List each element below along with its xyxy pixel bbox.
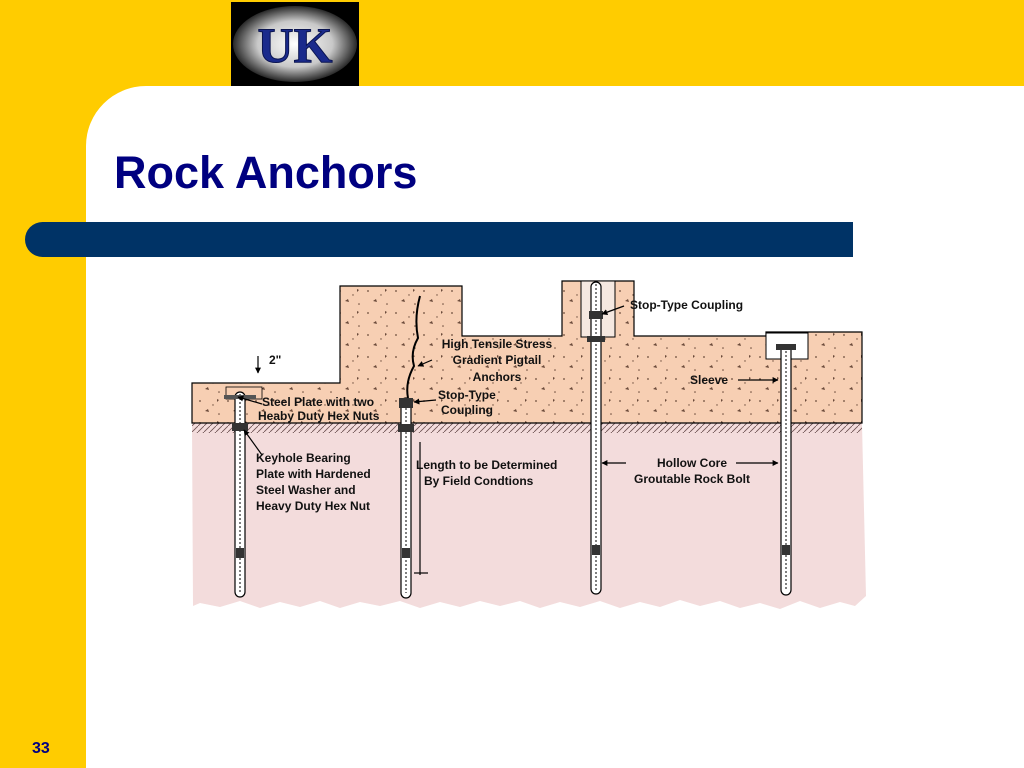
slide-title: Rock Anchors — [114, 147, 418, 198]
label-keyhole-3: Steel Washer and — [256, 483, 356, 497]
label-steel-plate-2: Heaby Duty Hex Nuts — [258, 409, 380, 423]
label-length-2: By Field Condtions — [424, 474, 534, 488]
label-keyhole-2: Plate with Hardened — [256, 467, 371, 481]
label-stop-coupling-1: Stop-Type — [438, 388, 496, 402]
label-two-inch: 2" — [269, 353, 281, 367]
label-keyhole-4: Heavy Duty Hex Nut — [256, 499, 370, 513]
label-hollow-1: Hollow Core — [657, 456, 727, 470]
logo-lettering: UK — [258, 17, 333, 73]
page-number: 33 — [32, 740, 50, 757]
label-stop-type-coupling: Stop-Type Coupling — [630, 298, 743, 312]
label-sleeve: Sleeve — [690, 373, 728, 387]
title-divider-bar — [25, 222, 853, 257]
label-pigtail-3: Anchors — [473, 370, 522, 384]
leader-lines — [237, 305, 779, 575]
label-keyhole-1: Keyhole Bearing — [256, 451, 351, 465]
label-steel-plate-1: Steel Plate with two — [262, 395, 374, 409]
uk-logo: UK — [231, 2, 359, 86]
rock-anchor-diagram: 2" Steel Plate with two Heaby Duty Hex N… — [191, 280, 866, 609]
label-stop-coupling-2: Coupling — [441, 403, 493, 417]
concrete-foundation — [191, 280, 863, 424]
anchor-3 — [587, 281, 605, 595]
anchor-2 — [398, 295, 421, 599]
label-pigtail-2: Gradient Pigtail — [453, 353, 542, 367]
rock-surface-hatch — [192, 421, 862, 433]
label-length-1: Length to be Determined — [416, 458, 557, 472]
label-hollow-2: Groutable Rock Bolt — [634, 472, 750, 486]
anchor-4 — [776, 344, 796, 596]
label-pigtail-1: High Tensile Stress — [442, 337, 553, 351]
rock-mass — [192, 424, 866, 609]
